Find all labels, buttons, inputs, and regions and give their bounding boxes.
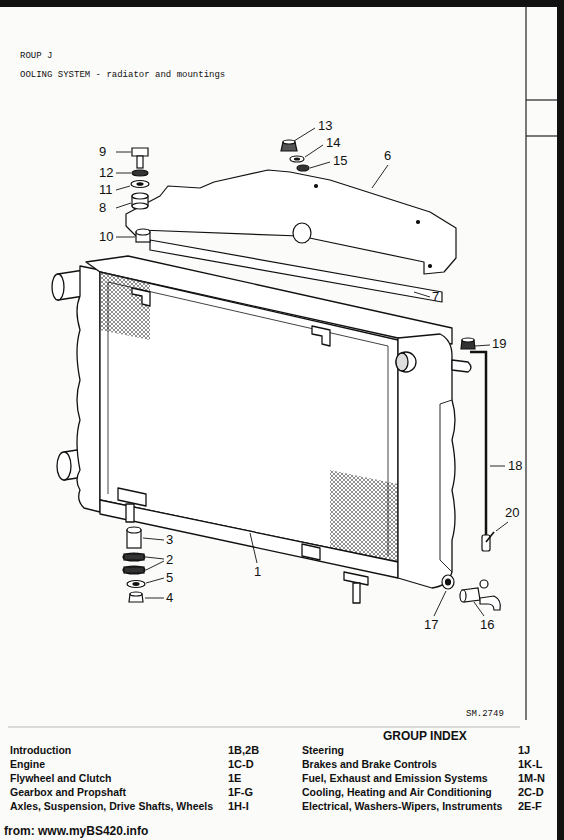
callout-number: 14 bbox=[326, 136, 340, 149]
index-code: 1E bbox=[228, 773, 241, 784]
drain-tap bbox=[442, 575, 500, 610]
callout-number: 10 bbox=[99, 230, 113, 243]
callout-number: 20 bbox=[505, 506, 519, 519]
index-cell: Engine bbox=[10, 759, 45, 770]
index-cell: Introduction bbox=[10, 745, 71, 756]
index-cell: Gearbox and Propshaft bbox=[10, 787, 126, 798]
callout-number: 17 bbox=[424, 618, 438, 631]
callout-number: 9 bbox=[99, 145, 106, 158]
group-heading: ROUP J bbox=[20, 52, 52, 61]
callout-number: 11 bbox=[99, 183, 113, 196]
callout-number: 12 bbox=[99, 166, 113, 179]
index-code: 1C-D bbox=[228, 759, 254, 770]
callout-number: 18 bbox=[508, 459, 522, 472]
stay-rod bbox=[461, 338, 494, 551]
index-cell: Electrical, Washers-Wipers, Instruments bbox=[302, 801, 502, 812]
index-code: 1F-G bbox=[228, 787, 253, 798]
callout-number: 3 bbox=[166, 533, 173, 546]
watermark: from: www.myBS420.info bbox=[2, 825, 150, 837]
index-code: 1H-I bbox=[228, 801, 249, 812]
index-cell: Steering bbox=[302, 745, 344, 756]
index-cell: Cooling, Heating and Air Conditioning bbox=[302, 787, 492, 798]
drawing-number: SM.2749 bbox=[466, 710, 504, 719]
index-cell: Flywheel and Clutch bbox=[10, 773, 112, 784]
edge-band bbox=[0, 0, 564, 7]
callout-number: 4 bbox=[166, 591, 173, 604]
callout-number: 1 bbox=[254, 565, 261, 578]
index-code: 2C-D bbox=[518, 787, 544, 798]
callout-number: 13 bbox=[318, 119, 332, 132]
leader-lines bbox=[116, 128, 508, 616]
radiator bbox=[52, 256, 471, 603]
index-code: 1B,2B bbox=[228, 745, 259, 756]
edge-band bbox=[557, 0, 564, 840]
callout-number: 19 bbox=[492, 337, 506, 350]
index-code: 1M-N bbox=[518, 773, 545, 784]
section-heading: OOLING SYSTEM - radiator and mountings bbox=[20, 71, 225, 80]
callout-number: 2 bbox=[166, 553, 173, 566]
index-heading: GROUP INDEX bbox=[383, 730, 467, 742]
callout-number: 7 bbox=[432, 290, 439, 303]
index-cell: Brakes and Brake Controls bbox=[302, 759, 437, 770]
index-code: 1J bbox=[518, 745, 530, 756]
index-cell: Fuel, Exhaust and Emission Systems bbox=[302, 773, 488, 784]
upper-fixings bbox=[131, 140, 309, 242]
callout-number: 8 bbox=[99, 201, 106, 214]
callout-number: 6 bbox=[384, 149, 391, 162]
index-code: 1K-L bbox=[518, 759, 542, 770]
index-cell: Axles, Suspension, Drive Shafts, Wheels bbox=[10, 801, 213, 812]
callout-number: 16 bbox=[480, 618, 494, 631]
lower-mounting bbox=[123, 527, 145, 602]
callout-number: 5 bbox=[166, 571, 173, 584]
callout-number: 15 bbox=[333, 154, 347, 167]
cowl-plate bbox=[126, 170, 456, 302]
index-code: 2E-F bbox=[518, 801, 542, 812]
